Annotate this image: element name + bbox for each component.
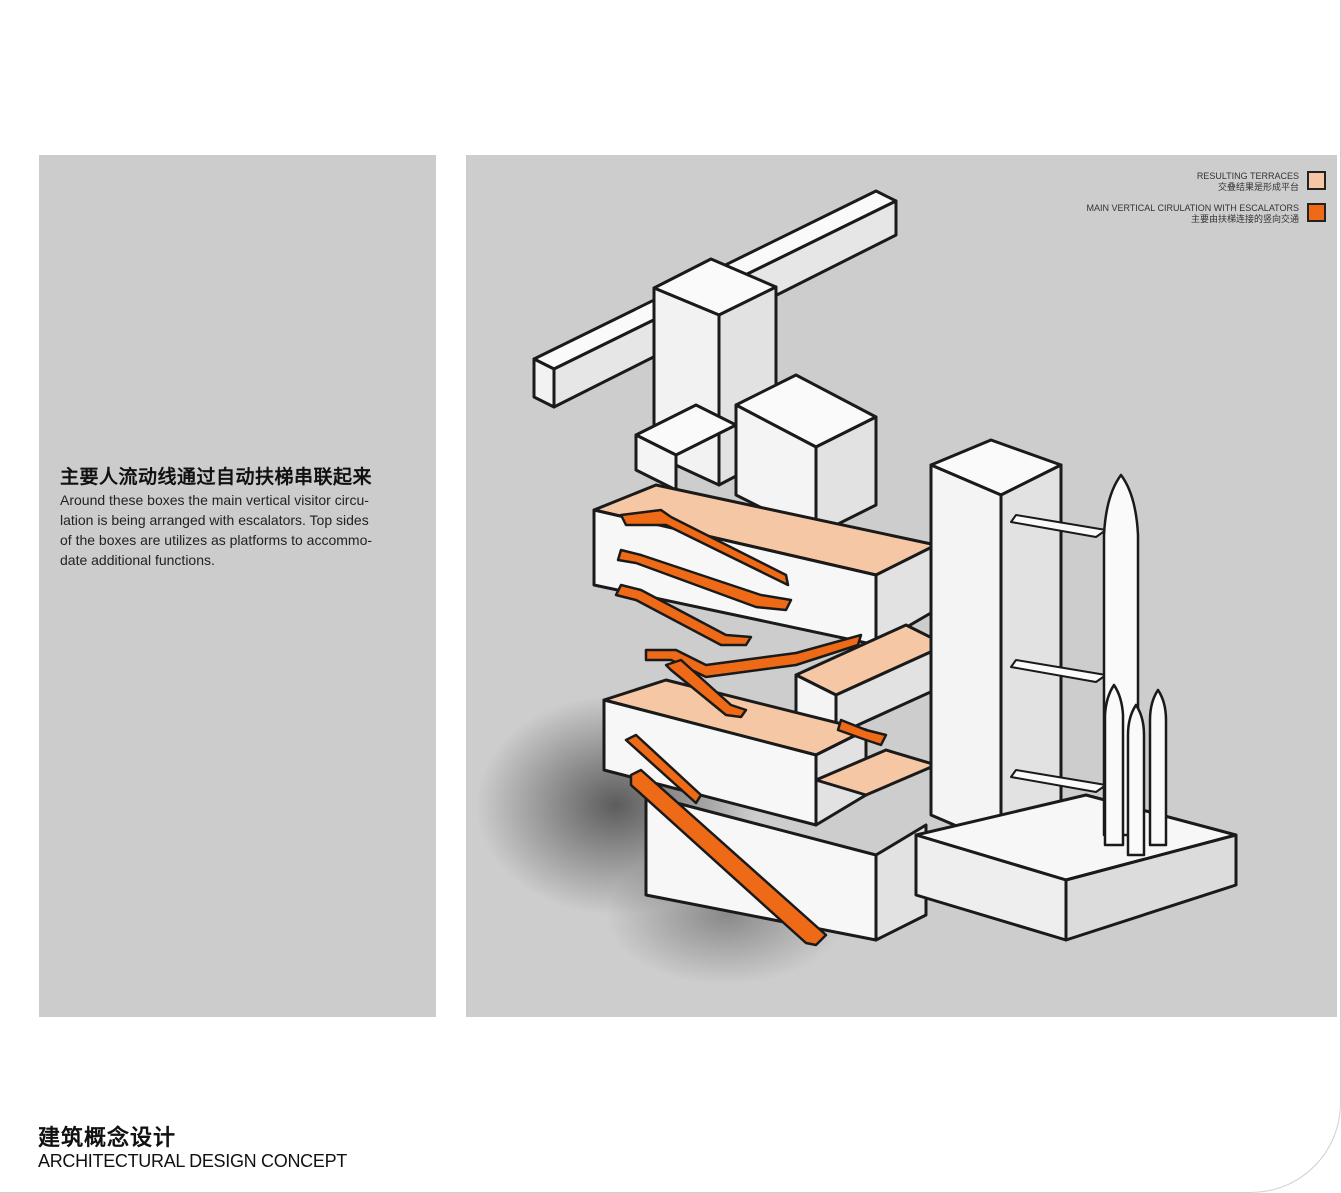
footer-title-en: ARCHITECTURAL DESIGN CONCEPT [38,1151,347,1171]
description-line: date additional functions. [60,552,215,568]
legend-label-en: MAIN VERTICAL CIRULATION WITH ESCALATORS [1086,203,1299,213]
legend-label-en: RESULTING TERRACES [1196,171,1299,181]
upper-stepped-block [634,373,878,537]
diagram-panel: RESULTING TERRACES 交叠结果是形成平台 MAIN VERTIC… [466,155,1337,1017]
rocket [1102,473,1168,857]
building-axonometric-diagram [476,189,1238,985]
legend: RESULTING TERRACES 交叠结果是形成平台 MAIN VERTIC… [1086,171,1326,235]
escalator-swatch [1307,203,1326,222]
concept-heading: 主要人流动线通过自动扶梯串联起来 [60,467,373,488]
legend-label-cn: 交叠结果是形成平台 [1217,182,1299,192]
legend-label-cn: 主要由扶梯连接的竖向交通 [1190,214,1299,224]
vertical-core [929,438,1063,847]
text-panel [39,155,436,1017]
concept-description: Around these boxes the main vertical vis… [60,490,420,570]
description-line: Around these boxes the main vertical vis… [60,492,369,508]
footer-title-cn: 建筑概念设计 [38,1125,177,1150]
escalators [614,508,888,947]
terrace-swatch [1307,171,1326,190]
upper-box [592,483,938,647]
legend-item-terraces: RESULTING TERRACES 交叠结果是形成平台 [1086,171,1326,193]
description-line: of the boxes are utilizes as platforms t… [60,532,373,548]
description-line: lation is being arranged with escalators… [60,512,369,528]
legend-item-escalators: MAIN VERTICAL CIRULATION WITH ESCALATORS… [1086,203,1326,225]
gantry-arms [1010,514,1107,793]
